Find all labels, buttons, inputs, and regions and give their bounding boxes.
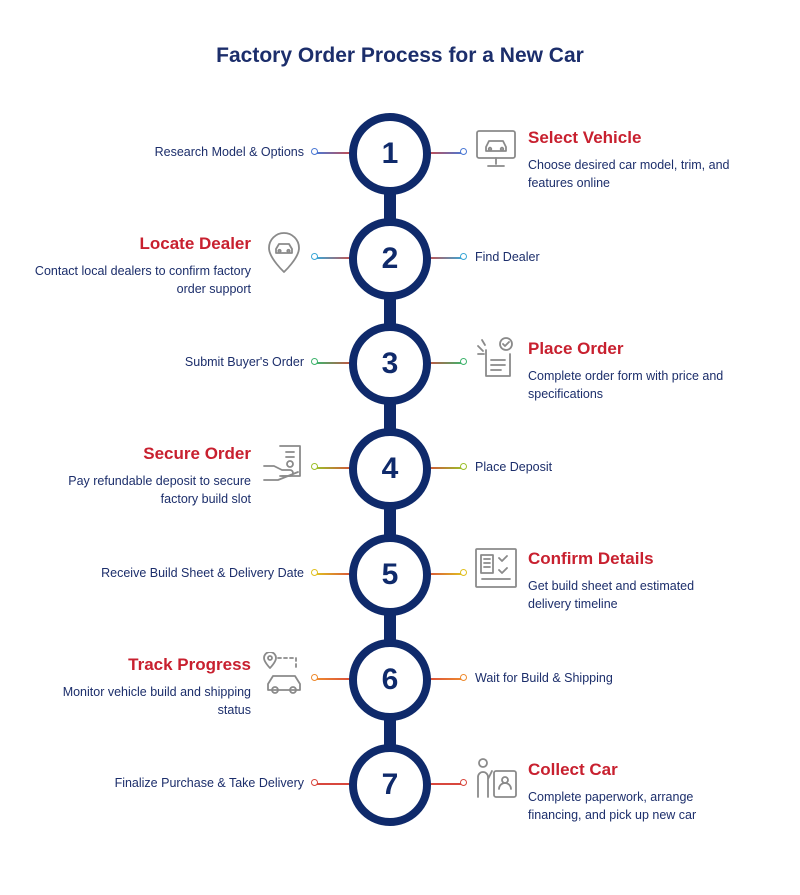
step-heading: Select Vehicle [528,128,642,147]
step-heading: Confirm Details [528,549,654,568]
connector-dot [460,358,467,365]
step-heading: Locate Dealer [139,234,252,253]
connector-left [316,467,356,469]
step-action-label: Finalize Purchase & Take Delivery [114,776,304,790]
connector-dot [311,674,318,681]
step-number: 5 [349,534,431,616]
connector-right [423,678,463,680]
order-form-icon [474,336,518,380]
step-action-label: Find Dealer [475,250,540,264]
connector-dot [311,253,318,260]
connector-left [316,678,356,680]
step-description: Choose desired car model, trim, and feat… [528,158,730,190]
connector-dot [460,569,467,576]
step-heading: Collect Car [528,760,618,779]
connector-dot [460,463,467,470]
step-heading: Place Order [528,339,624,358]
step-number: 6 [349,639,431,721]
step-description: Pay refundable deposit to secure factory… [68,474,251,506]
connector-right [423,573,463,575]
step-action-label: Place Deposit [475,460,553,474]
step-number: 7 [349,744,431,826]
person-car-icon [474,757,518,801]
step-description: Complete paperwork, arrange financing, a… [528,790,697,822]
step-description: Complete order form with price and speci… [528,369,724,401]
computer-car-icon [474,127,518,171]
connector-right [423,362,463,364]
build-sheet-icon [474,546,518,590]
location-car-icon [262,231,306,275]
connector-right [423,467,463,469]
step-number: 1 [349,113,431,195]
connector-right [423,257,463,259]
connector-dot [460,253,467,260]
step-action-label: Submit Buyer's Order [184,355,304,369]
connector-right [423,783,463,785]
deposit-hand-icon [262,442,306,486]
connector-left [316,573,356,575]
connector-dot [311,569,318,576]
connector-dot [460,674,467,681]
page-title: Factory Order Process for a New Car [216,44,584,67]
connector-dot [460,148,467,155]
connector-dot [311,779,318,786]
step-description: Contact local dealers to confirm factory… [34,264,251,296]
connector-dot [311,463,318,470]
step-description: Monitor vehicle build and shipping statu… [62,685,251,717]
step-number: 3 [349,323,431,405]
step-action-label: Research Model & Options [154,145,304,159]
connector-right [423,152,463,154]
step-heading: Track Progress [128,655,251,674]
step-action-label: Receive Build Sheet & Delivery Date [101,566,304,580]
connector-left [316,257,356,259]
connector-dot [311,358,318,365]
step-action-label: Wait for Build & Shipping [475,671,613,685]
step-description: Get build sheet and estimated delivery t… [528,579,695,611]
tracking-car-icon [262,651,306,696]
connector-left [316,152,356,154]
step-heading: Secure Order [143,444,251,463]
connector-dot [311,148,318,155]
connector-dot [460,779,467,786]
step-number: 4 [349,428,431,510]
connector-left [316,362,356,364]
step-number: 2 [349,218,431,300]
connector-left [316,783,356,785]
